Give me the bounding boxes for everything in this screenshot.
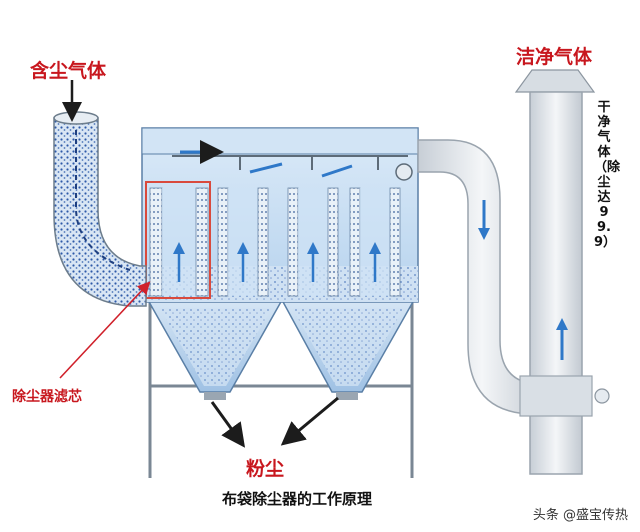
filter-pointer-arrow [59, 281, 151, 379]
filter-core-label: 除尘器滤芯 [12, 389, 82, 405]
dry-gas-label: 干净气体（除尘达99.9） [594, 100, 621, 250]
outlet-duct [417, 139, 547, 415]
dust-arrow-left [210, 401, 246, 448]
filter-core-highlight [145, 181, 211, 299]
dust-hoppers [146, 299, 416, 400]
inlet-duct [53, 111, 147, 307]
filter-bags [149, 187, 401, 297]
clean-gas-label: 洁净气体 [516, 46, 593, 68]
dirty-gas-label: 含尘气体 [30, 60, 107, 82]
chimney-stack [514, 69, 610, 475]
dust-label: 粉尘 [246, 458, 285, 480]
support-frame [148, 300, 414, 478]
diagram-title: 布袋除尘器的工作原理 [222, 490, 373, 508]
dust-arrow-right [280, 396, 339, 446]
watermark: 头条 @盛宝传热 [532, 508, 628, 523]
